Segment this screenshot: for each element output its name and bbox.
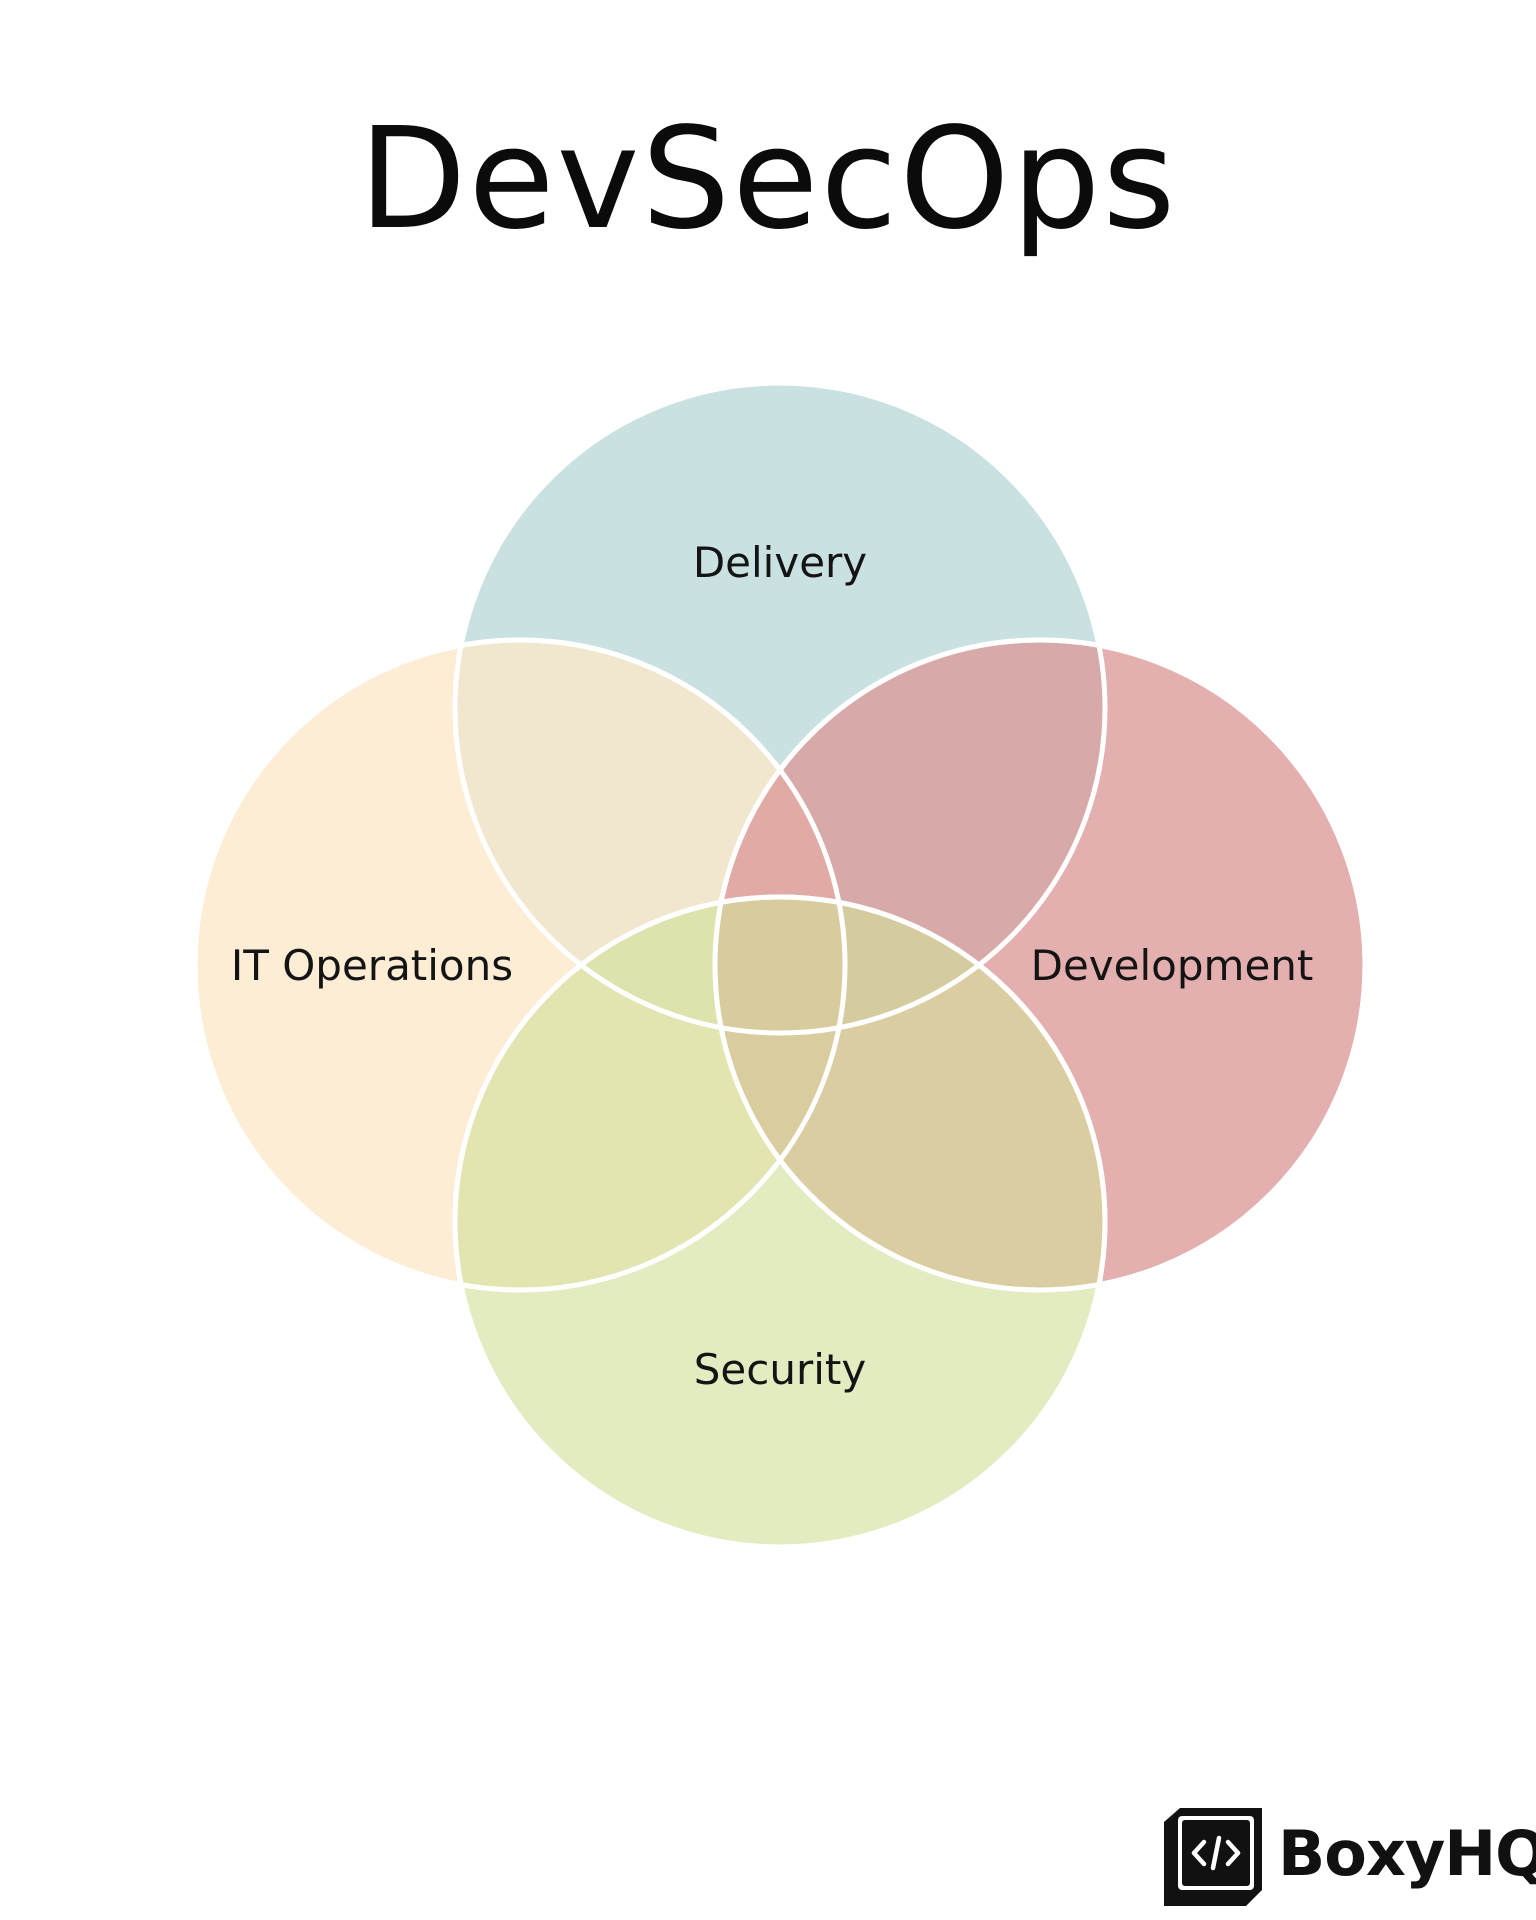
security-label: Security xyxy=(694,1345,866,1394)
boxyhq-logo: BoxyHQ xyxy=(1160,1800,1536,1910)
logo-text: BoxyHQ xyxy=(1278,1817,1536,1890)
circle-outlines xyxy=(192,380,1368,1550)
it-operations-label: IT Operations xyxy=(231,941,513,990)
page-title: DevSecOps xyxy=(358,98,1178,261)
delivery-label: Delivery xyxy=(693,538,867,587)
security-circle xyxy=(452,894,1108,1550)
code-icon xyxy=(1164,1808,1262,1906)
development-label: Development xyxy=(1031,941,1314,990)
